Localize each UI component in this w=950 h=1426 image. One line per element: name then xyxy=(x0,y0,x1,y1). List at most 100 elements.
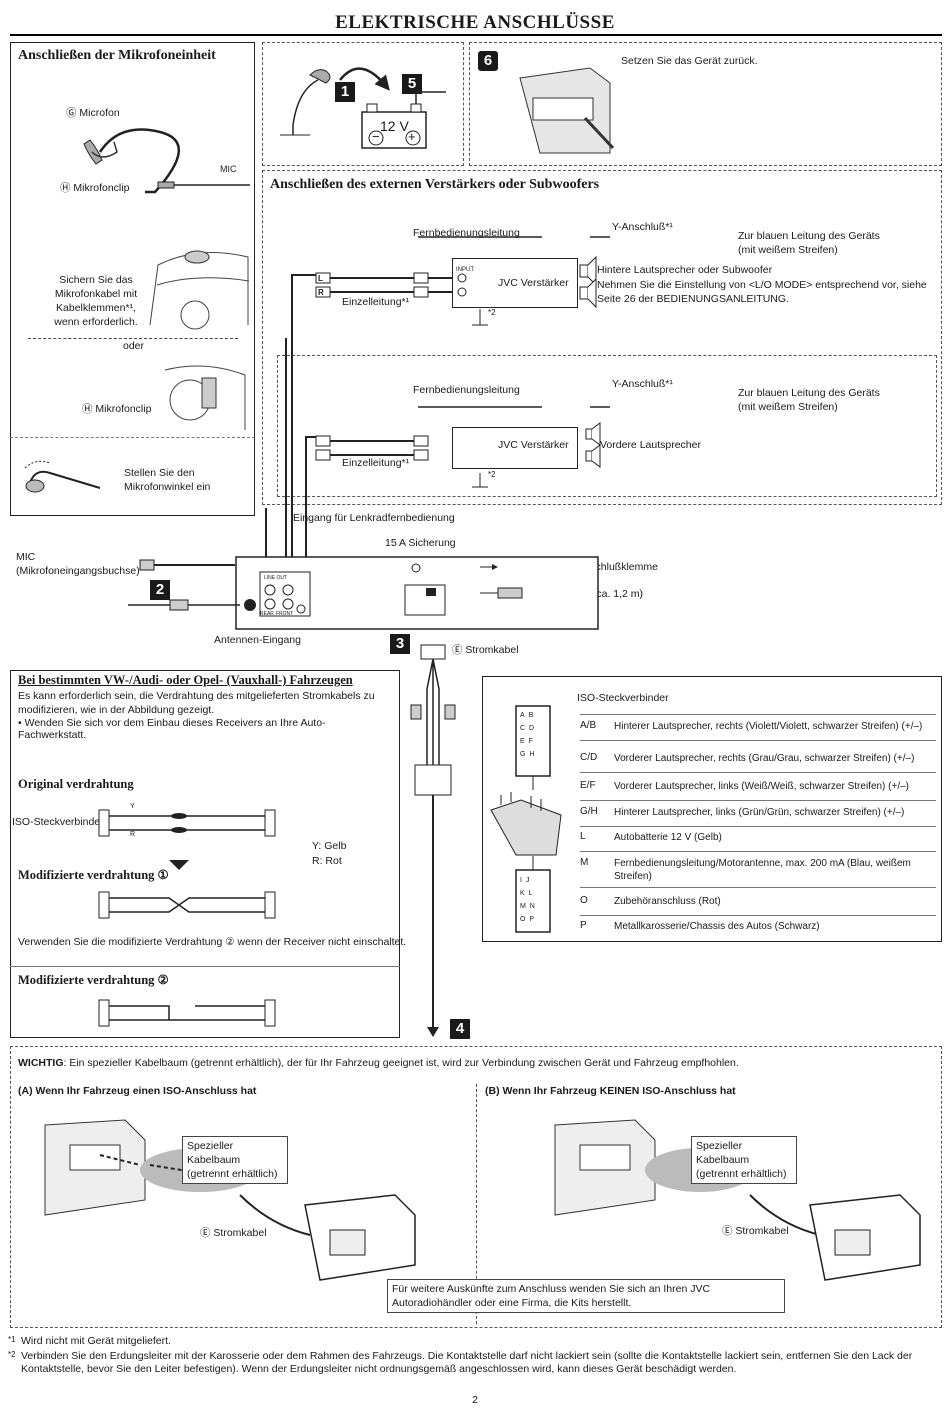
reset-drawing xyxy=(519,67,615,154)
mic-subdivider xyxy=(10,437,255,438)
legend-y: Y: Gelb xyxy=(312,840,347,852)
amp2-wiring xyxy=(305,406,610,561)
iso-codes: M xyxy=(580,857,589,868)
unit-drawing xyxy=(128,338,599,630)
step6-text: Setzen Sie das Gerät zurück. xyxy=(621,55,758,67)
pin: K xyxy=(520,890,525,897)
pin: J xyxy=(525,877,530,884)
mic-angle-drawing xyxy=(24,460,101,493)
mic-heading: Anschließen der Mikrofoneinheit xyxy=(18,48,216,63)
title-rule xyxy=(10,34,942,36)
amp-section xyxy=(262,170,942,505)
iso-row-o: O Zubehöranschluss (Rot) xyxy=(580,891,936,916)
or-label: oder xyxy=(120,340,148,352)
steering-drawing xyxy=(164,365,246,430)
battery-plus: + xyxy=(408,129,416,144)
r-tag-1: R xyxy=(318,288,324,297)
vw-section xyxy=(10,670,400,1038)
pin: H xyxy=(529,751,535,758)
wichtig-label: WICHTIG xyxy=(18,1057,64,1069)
vw-divider xyxy=(10,966,400,967)
amp-label-2: JVC Verstärker xyxy=(498,439,569,451)
pins-top-grid: A B C D E F G H xyxy=(520,709,544,761)
harness-b-callout: Spezieller Kabelbaum (getrennt erhältlic… xyxy=(691,1136,797,1184)
iso-codes: L xyxy=(580,831,586,842)
iso-conn-label: ISO-Steckverbinder xyxy=(12,816,104,828)
pin: C xyxy=(520,725,526,732)
amp-label: JVC Verstärker xyxy=(498,277,569,289)
ground-note-1: *2 xyxy=(488,308,496,317)
pin: I xyxy=(520,877,522,884)
iso-heading: ISO-Steckverbinder xyxy=(577,692,669,704)
iso-text: Hinterer Lautsprecher, rechts (Violett/V… xyxy=(614,721,923,732)
iso-codes: C/D xyxy=(580,752,598,763)
page-number: 2 xyxy=(472,1394,478,1406)
harness-a-callout: Spezieller Kabelbaum (getrennt erhältlic… xyxy=(182,1136,288,1184)
pin: L xyxy=(528,890,533,897)
step-3-badge: 3 xyxy=(390,634,410,654)
step-1-badge: 1 xyxy=(335,82,355,102)
wire-r-1: R xyxy=(130,831,136,838)
power-b-label: Ⓔ Stromkabel xyxy=(722,1225,789,1237)
footnote-2-mark: *2 xyxy=(8,1350,16,1359)
iso-row-ef: E/F Vorderer Lautsprecher, links (Weiß/We… xyxy=(580,776,936,801)
footnote-1: Wird nicht mit Gerät mitgeliefert. xyxy=(21,1335,171,1347)
extension-label-2: Einzelleitung*¹ xyxy=(342,457,410,469)
battery-drawing xyxy=(280,67,446,149)
footnote-1-mark: *1 xyxy=(8,1335,16,1344)
microphone-label: Ⓖ Microfon xyxy=(66,107,120,119)
iso-row-m: M Fernbedienungsleitung/Motorantenne, max… xyxy=(580,853,936,888)
pins-bottom-grid: I J K L M N O P xyxy=(520,874,544,926)
iso-row-l: L Autobatterie 12 V (Gelb) xyxy=(580,827,936,852)
mod1-heading: Modifizierte verdrahtung ① xyxy=(18,868,169,882)
rear-label: REAR xyxy=(260,611,274,617)
y-connector-label: Y-Anschluß*¹ xyxy=(612,221,673,233)
mic-section xyxy=(10,42,255,516)
wichtig-text: WICHTIG: Ein spezieller Kabelbaum (getre… xyxy=(18,1057,918,1069)
ab-divider xyxy=(476,1084,477,1324)
battery-minus: − xyxy=(372,129,380,144)
wichtig-body: : Ein spezieller Kabelbaum (getrennt erh… xyxy=(63,1057,739,1069)
mic-drawing xyxy=(83,128,250,194)
pin: M xyxy=(520,903,526,910)
iso-rule xyxy=(580,714,936,715)
secure-note: Sichern Sie das Mikrofonkabel mit Kabelk… xyxy=(54,274,138,328)
power-a-label: Ⓔ Stromkabel xyxy=(200,1227,267,1239)
amp-input-label: INPUT xyxy=(456,267,474,273)
angle-note: Stellen Sie den Mikrofonwinkel ein xyxy=(124,467,211,493)
pin: P xyxy=(529,916,535,923)
front-label: FRONT xyxy=(276,611,294,617)
pin: E xyxy=(520,738,525,745)
iso-codes: A/B xyxy=(580,720,597,731)
mic-clip-label: Ⓗ Mikrofonclip xyxy=(60,182,130,194)
pin: N xyxy=(529,903,535,910)
iso-text: Vorderer Lautsprecher, links (Weiß/Weiß,… xyxy=(614,781,910,792)
pin: A xyxy=(520,712,525,719)
iso-text: Fernbedienungsleitung/Motorantenne, max.… xyxy=(614,858,911,882)
wichtig-section xyxy=(10,1046,942,1328)
iso-codes: O xyxy=(580,895,588,906)
mic-plug-label: MIC xyxy=(220,164,237,174)
battery-voltage: 12 V xyxy=(380,118,409,134)
y-connector-label-2: Y-Anschluß*¹ xyxy=(612,378,673,390)
iso-text: Hinterer Lautsprecher, links (Grün/Grün,… xyxy=(614,807,905,818)
steering-input-label: Eingang für Lenkradfernbedienung xyxy=(293,512,455,524)
mod2-heading: Modifizierte verdrahtung ② xyxy=(18,973,169,987)
iso-text: Zubehöranschluss (Rot) xyxy=(614,896,721,907)
iso-text: Autobatterie 12 V (Gelb) xyxy=(614,832,722,843)
iso-section xyxy=(482,676,942,942)
iso-codes: E/F xyxy=(580,780,596,791)
or-divider xyxy=(28,338,238,339)
antenna-label: Antennen-Eingang xyxy=(214,634,301,646)
footnote-2: Verbinden Sie den Erdungsleiter mit der … xyxy=(21,1350,913,1375)
to-blue-label: Zur blauen Leitung des Geräts (mit weiße… xyxy=(738,230,880,256)
iso-connector-drawing xyxy=(490,705,562,933)
power-cable-drawing xyxy=(410,644,456,1037)
vw-text-1: Es kann erforderlich sein, die Verdrahtu… xyxy=(18,690,375,716)
original-heading: Original verdrahtung xyxy=(18,777,134,791)
rear-speakers-label: Hintere Lautsprecher oder Subwoofer xyxy=(597,264,773,276)
remote-lead-label-2: Fernbedienungsleitung xyxy=(413,384,520,396)
wire-y-1: Y xyxy=(130,803,135,810)
